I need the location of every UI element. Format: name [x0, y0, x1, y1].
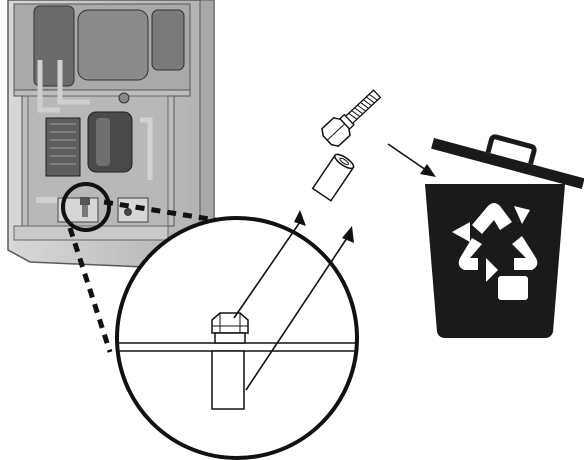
heat-pump-unit — [8, 0, 214, 268]
direction-arrow — [388, 144, 436, 177]
detail-circle-callout — [110, 218, 370, 458]
bin-lid — [431, 138, 584, 189]
detail-spacer-sleeve — [212, 351, 244, 409]
detail-bolt-head — [212, 313, 248, 343]
unit-side-panel — [200, 0, 214, 236]
recycle-bin-icon — [425, 122, 584, 338]
transport-bolt — [319, 85, 385, 149]
spacer-sleeve — [313, 152, 356, 201]
